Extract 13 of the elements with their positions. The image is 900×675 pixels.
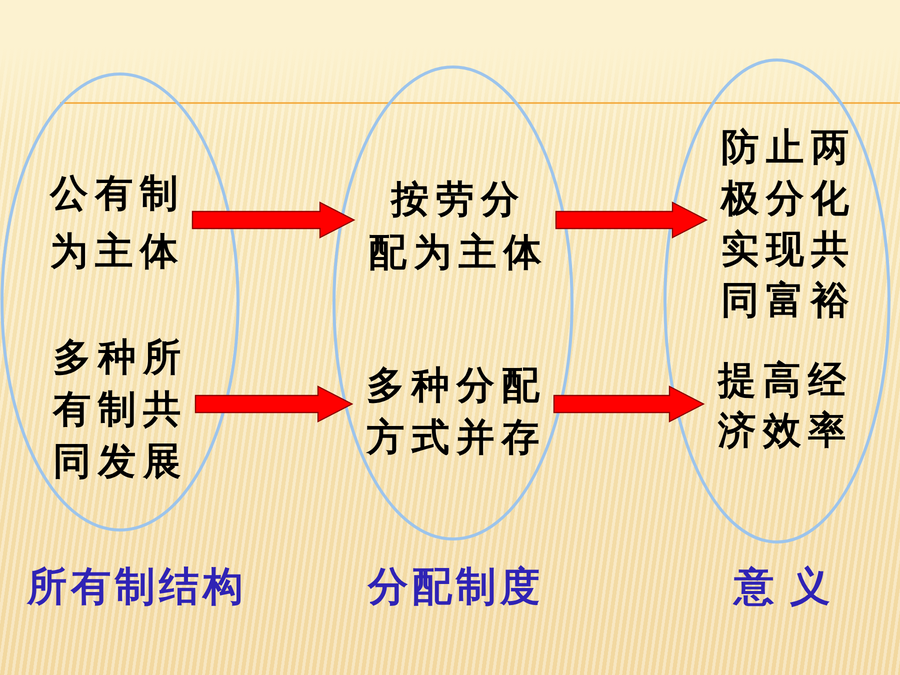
arrow xyxy=(553,386,705,422)
text-label: 提高经济效率 xyxy=(704,355,860,455)
text-label: 防止两极分化实现共同富裕 xyxy=(706,122,864,326)
arrow xyxy=(555,202,708,238)
heading: 所有制结构 xyxy=(26,563,247,611)
arrow xyxy=(192,202,356,238)
text-label: 多种所有制共同发展 xyxy=(38,331,196,487)
text-label: 按劳分配为主体 xyxy=(354,173,556,279)
arrow xyxy=(194,386,354,422)
heading: 意义 xyxy=(732,563,846,611)
text-label: 多种分配方式并存 xyxy=(352,359,554,463)
text-label: 公有制为主体 xyxy=(36,164,192,280)
heading: 分配制度 xyxy=(366,563,544,611)
